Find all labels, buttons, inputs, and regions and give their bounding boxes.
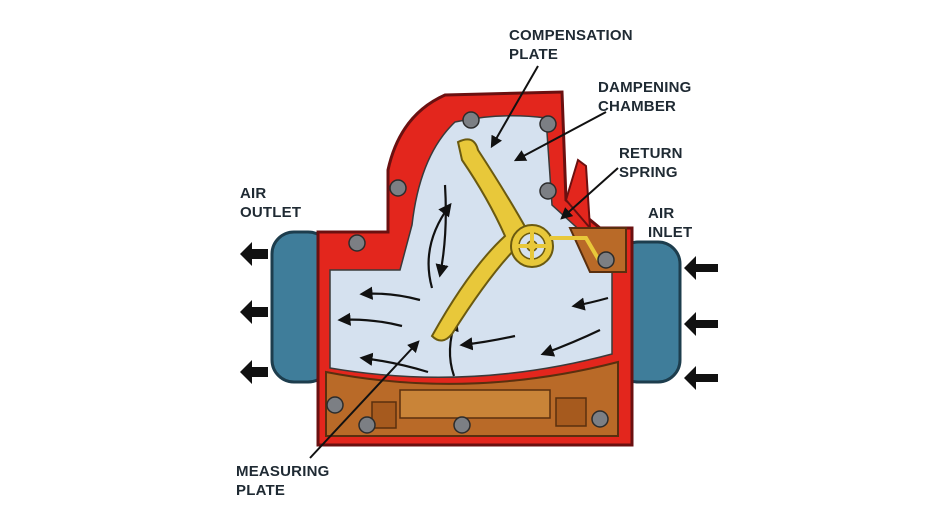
bolt (326, 396, 344, 414)
leader-return-spring (560, 167, 619, 220)
compensation-measuring-plate (430, 138, 530, 342)
label-air-inlet: AIR INLET (648, 205, 693, 241)
label-measuring-plate: MEASURING PLATE (236, 463, 330, 499)
leader-measuring-plate (309, 340, 420, 459)
label-return-spring: RETURN SPRING (619, 145, 683, 181)
inlet-arrow (684, 312, 718, 336)
flow-arrow (337, 312, 403, 328)
flow-arrow (359, 352, 429, 374)
flow-arrow (435, 184, 449, 278)
bolt (462, 111, 480, 129)
inlet-arrow (684, 366, 718, 390)
outlet-arrow (240, 242, 268, 266)
inlet-arrow (684, 256, 718, 280)
bolt (539, 182, 557, 200)
pivot-wheel (510, 224, 554, 268)
flow-arrow (459, 334, 516, 351)
dampening-chamber (329, 115, 613, 379)
bolt (358, 416, 376, 434)
flow-arrow (571, 296, 609, 311)
label-air-outlet: AIR OUTLET (240, 185, 302, 221)
bolt (591, 410, 609, 428)
leader-compensation-plate (490, 65, 539, 149)
bolt (348, 234, 366, 252)
bolt (597, 251, 615, 269)
label-compensation-plate: COMPENSATION PLATE (509, 27, 633, 63)
bolt (453, 416, 471, 434)
outlet-arrow (240, 300, 268, 324)
label-dampening-chamber: DAMPENING CHAMBER (598, 79, 692, 115)
bolt (539, 115, 557, 133)
leader-dampening-chamber (513, 111, 607, 162)
flow-arrow (427, 202, 452, 289)
flow-arrow (540, 329, 601, 357)
outlet-arrow (240, 360, 268, 384)
bolt (389, 179, 407, 197)
flow-arrow (359, 286, 421, 302)
